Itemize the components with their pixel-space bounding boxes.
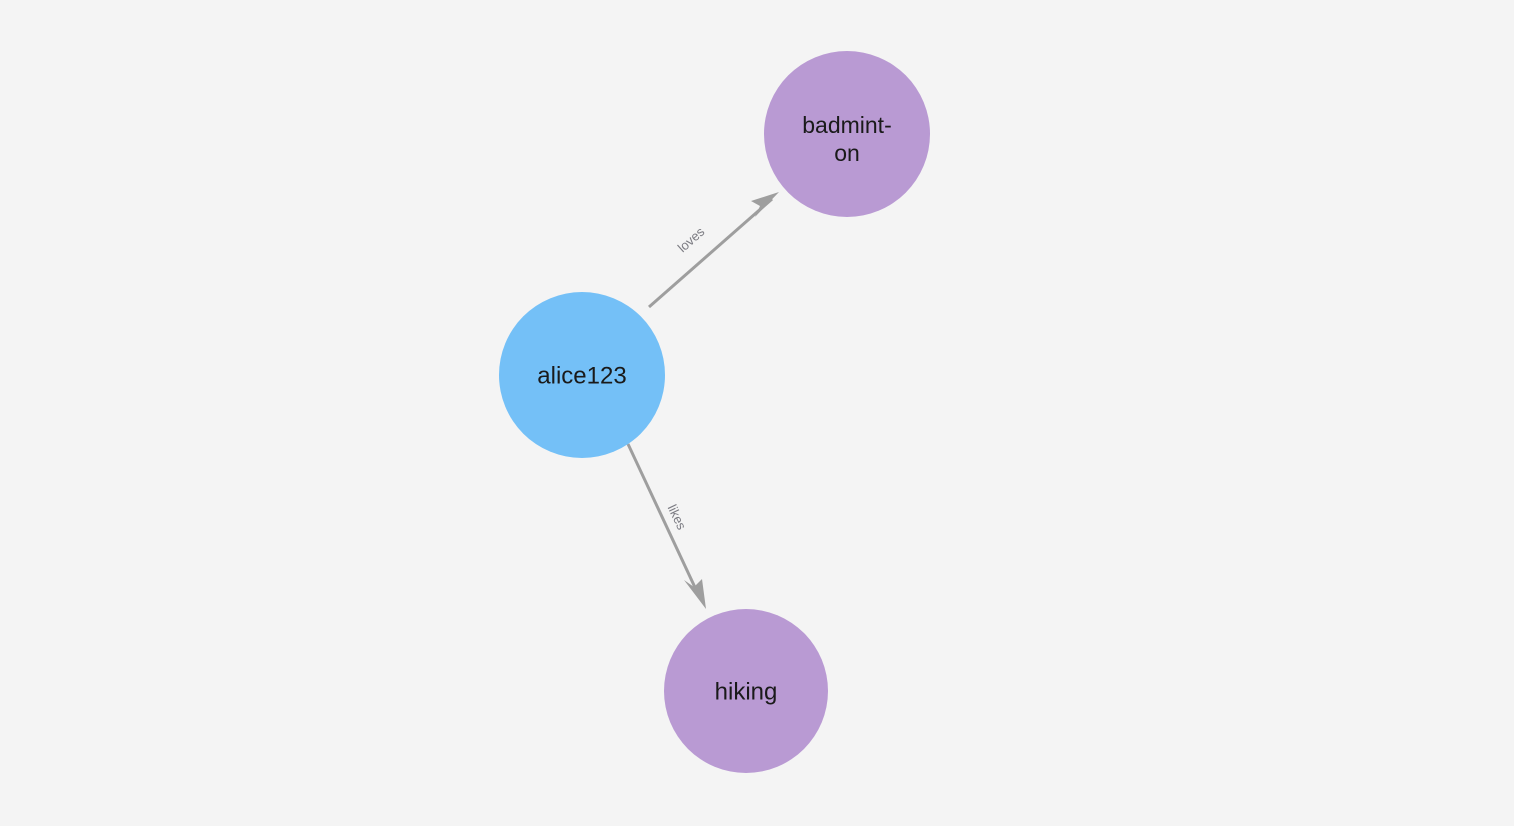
nodes-layer: badmint- on alice123 hiking [499, 51, 930, 773]
edge-label-loves: loves [675, 224, 708, 256]
arrow-head-icon [684, 579, 706, 609]
edge-alice123-loves-badminton[interactable]: loves [648, 192, 779, 309]
arrow-head-icon [751, 192, 779, 217]
node-hiking[interactable]: hiking [664, 609, 828, 773]
node-alice123[interactable]: alice123 [499, 292, 665, 458]
edge-alice123-likes-hiking[interactable]: likes [626, 443, 706, 609]
node-circle-badminton[interactable] [764, 51, 930, 217]
edge-line [648, 197, 773, 309]
edge-line [626, 443, 701, 597]
node-circle-hiking[interactable] [664, 609, 828, 773]
node-badminton[interactable]: badmint- on [764, 51, 930, 217]
node-circle-alice123[interactable] [499, 292, 665, 458]
